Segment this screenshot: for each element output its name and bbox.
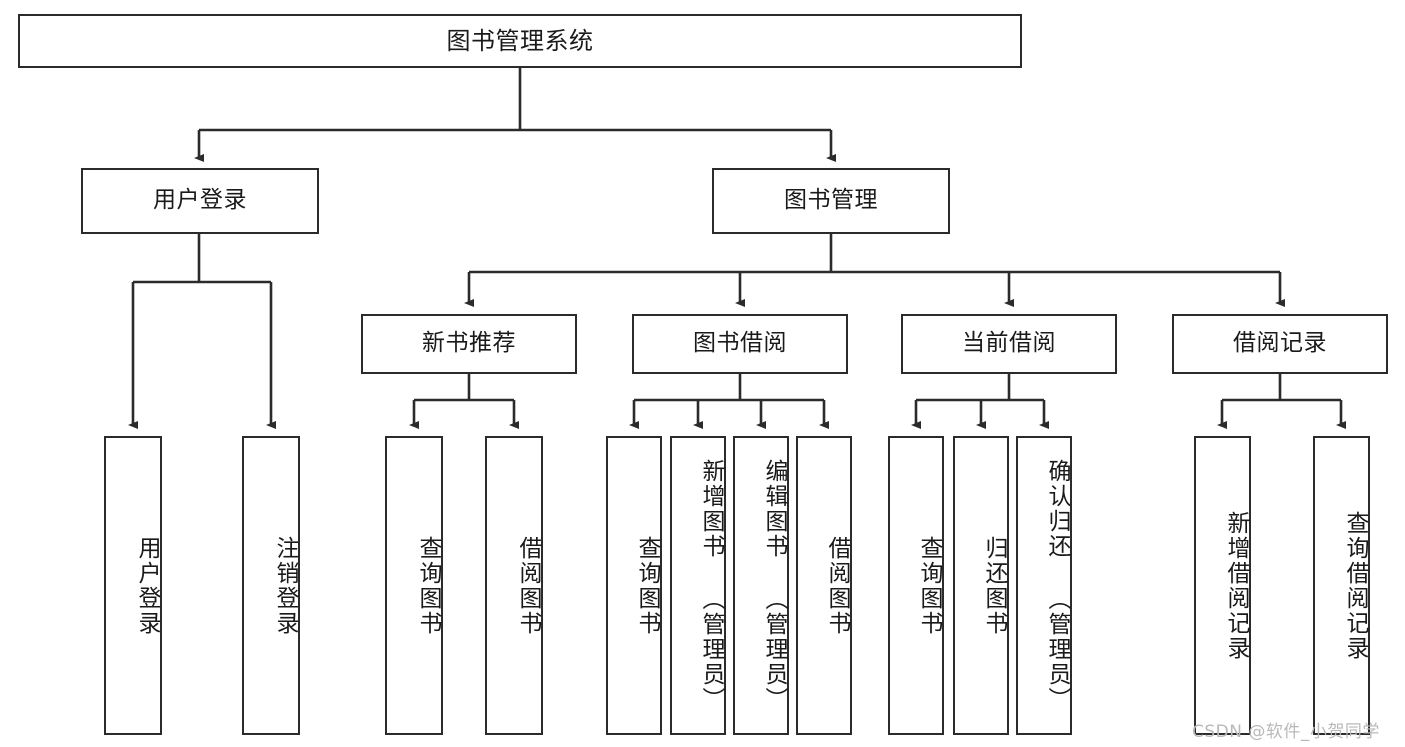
node-borrow-record[interactable]: 借阅记录 [1172, 314, 1388, 374]
node-root[interactable]: 图书管理系统 [18, 14, 1022, 68]
leaf-query-borrow-record[interactable]: 查询借阅记录 [1313, 436, 1370, 735]
leaf-borrow-query-book[interactable]: 查询图书 [606, 436, 662, 735]
leaf-borrow-query-book-label: 查询图书 [634, 535, 660, 636]
leaf-add-borrow-record[interactable]: 新增借阅记录 [1194, 436, 1251, 735]
leaf-rec-borrow-book[interactable]: 借阅图书 [485, 436, 543, 735]
leaf-cur-query-book[interactable]: 查询图书 [888, 436, 944, 735]
csdn-watermark: CSDN @软件_小贺同学 [1192, 722, 1380, 742]
leaf-add-book-admin[interactable]: 新增图书 （管理员） [670, 436, 726, 735]
leaf-add-book-admin-label: 新增图书 （管理员） [698, 459, 724, 712]
leaf-rec-borrow-book-label: 借阅图书 [515, 535, 541, 636]
leaf-return-book-label: 归还图书 [981, 535, 1007, 636]
leaf-edit-book-admin[interactable]: 编辑图书 （管理员） [733, 436, 789, 735]
node-book-management-label: 图书管理 [784, 187, 878, 214]
node-current-borrow[interactable]: 当前借阅 [901, 314, 1117, 374]
leaf-add-borrow-record-label: 新增借阅记录 [1223, 510, 1249, 661]
leaf-rec-query-book[interactable]: 查询图书 [385, 436, 443, 735]
leaf-confirm-return-admin[interactable]: 确认归还 （管理员） [1016, 436, 1072, 735]
leaf-logout[interactable]: 注销登录 [242, 436, 300, 735]
node-book-management[interactable]: 图书管理 [712, 168, 950, 234]
leaf-cur-query-book-label: 查询图书 [916, 535, 942, 636]
node-book-borrow-label: 图书借阅 [693, 330, 787, 357]
node-new-book-recommend[interactable]: 新书推荐 [361, 314, 577, 374]
node-root-label: 图书管理系统 [446, 26, 594, 55]
leaf-return-book[interactable]: 归还图书 [953, 436, 1009, 735]
node-current-borrow-label: 当前借阅 [962, 330, 1056, 357]
node-user-login-label: 用户登录 [153, 187, 247, 214]
leaf-user-login[interactable]: 用户登录 [104, 436, 162, 735]
node-borrow-record-label: 借阅记录 [1233, 330, 1327, 357]
leaf-confirm-return-admin-label: 确认归还 （管理员） [1044, 459, 1070, 712]
leaf-query-borrow-record-label: 查询借阅记录 [1342, 510, 1368, 661]
node-new-book-recommend-label: 新书推荐 [422, 330, 516, 357]
leaf-borrow-book[interactable]: 借阅图书 [796, 436, 852, 735]
leaf-logout-label: 注销登录 [272, 535, 298, 636]
leaf-borrow-book-label: 借阅图书 [824, 535, 850, 636]
leaf-rec-query-book-label: 查询图书 [415, 535, 441, 636]
node-book-borrow[interactable]: 图书借阅 [632, 314, 848, 374]
leaf-user-login-label: 用户登录 [134, 535, 160, 636]
leaf-edit-book-admin-label: 编辑图书 （管理员） [761, 459, 787, 712]
node-user-login[interactable]: 用户登录 [81, 168, 319, 234]
